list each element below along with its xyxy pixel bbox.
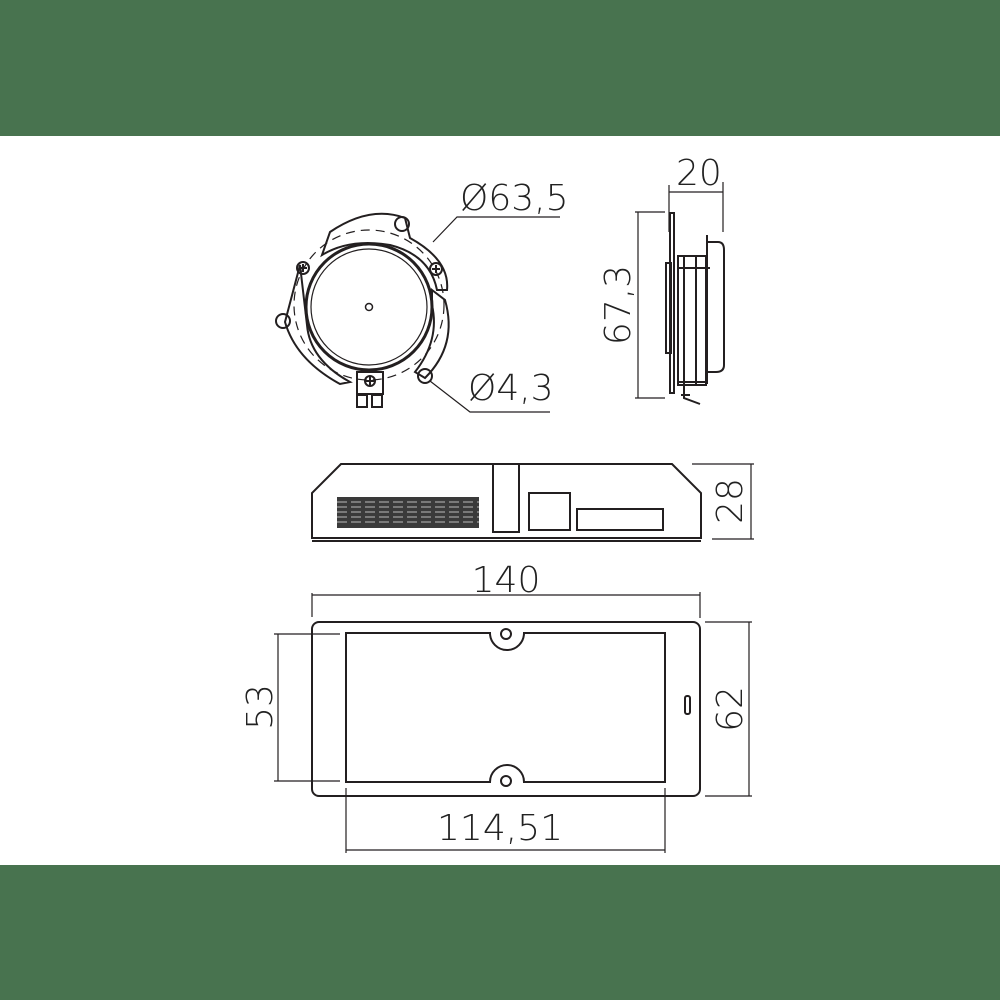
length-label: 140 xyxy=(472,560,541,601)
profile-view xyxy=(311,463,754,542)
diameter-label: Ø63,5 xyxy=(460,178,569,219)
top-view xyxy=(274,592,752,853)
height-label: 67,3 xyxy=(598,265,639,345)
terminal-block xyxy=(356,371,384,408)
top-green-band xyxy=(0,0,1000,136)
screw-icon xyxy=(429,262,443,276)
hole-spacing-label: 114,51 xyxy=(437,808,563,849)
inner-height-label: 53 xyxy=(240,684,281,730)
vent-grille xyxy=(337,497,479,528)
profile-height-label: 28 xyxy=(710,478,751,524)
hole-diameter-label: Ø4,3 xyxy=(468,368,554,409)
depth-label: 20 xyxy=(676,153,722,194)
side-view xyxy=(635,182,725,405)
front-view-round-housing xyxy=(275,212,560,413)
bottom-green-band xyxy=(0,865,1000,1000)
screw-icon xyxy=(296,261,310,275)
width-label: 62 xyxy=(710,686,751,732)
